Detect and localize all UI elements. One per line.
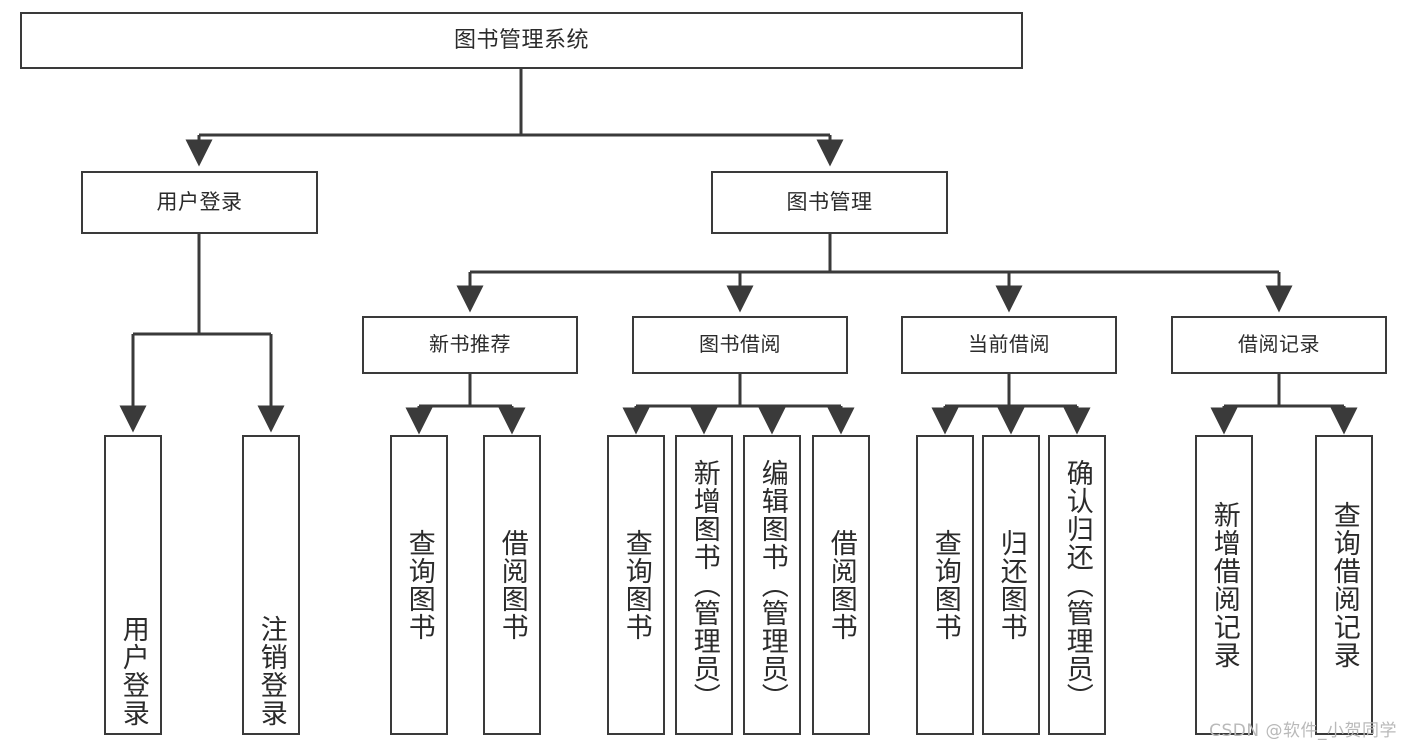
node-label: 查询图书 xyxy=(929,529,961,641)
node-label: 借阅图书 xyxy=(496,529,528,641)
leaf-add-borrow-record[interactable]: 新增借阅记录 xyxy=(1195,435,1253,735)
node-borrow-record[interactable]: 借阅记录 xyxy=(1171,316,1387,374)
watermark: CSDN @软件_小贺同学 xyxy=(1209,721,1397,741)
node-root-system[interactable]: 图书管理系统 xyxy=(20,12,1023,69)
leaf-query-borrow-record[interactable]: 查询借阅记录 xyxy=(1315,435,1373,735)
node-label: 新书推荐 xyxy=(429,332,511,357)
node-label: 当前借阅 xyxy=(968,332,1050,357)
node-label: 查询图书 xyxy=(620,529,652,641)
leaf-user-login[interactable]: 用户登录 xyxy=(104,435,162,735)
leaf-logout[interactable]: 注销登录 xyxy=(242,435,300,735)
node-label: 归还图书 xyxy=(995,529,1027,641)
node-label: 编辑图书（管理员） xyxy=(756,459,788,711)
node-label: 查询图书 xyxy=(403,529,435,641)
node-book-management[interactable]: 图书管理 xyxy=(711,171,948,234)
node-new-book-recommend[interactable]: 新书推荐 xyxy=(362,316,578,374)
node-current-borrow[interactable]: 当前借阅 xyxy=(901,316,1117,374)
node-label: 新增借阅记录 xyxy=(1208,501,1240,669)
node-label: 用户登录 xyxy=(117,615,149,727)
node-label: 确认归还（管理员） xyxy=(1061,459,1093,711)
leaf-query-book-current[interactable]: 查询图书 xyxy=(916,435,974,735)
leaf-confirm-return-admin[interactable]: 确认归还（管理员） xyxy=(1048,435,1106,735)
node-label: 用户登录 xyxy=(156,190,243,215)
node-label: 图书借阅 xyxy=(699,332,781,357)
node-label: 借阅图书 xyxy=(825,529,857,641)
node-book-borrow[interactable]: 图书借阅 xyxy=(632,316,848,374)
node-label: 注销登录 xyxy=(255,615,287,727)
node-label: 查询借阅记录 xyxy=(1328,501,1360,669)
leaf-borrow-book[interactable]: 借阅图书 xyxy=(812,435,870,735)
node-label: 借阅记录 xyxy=(1238,332,1320,357)
leaf-edit-book-admin[interactable]: 编辑图书（管理员） xyxy=(743,435,801,735)
leaf-return-book[interactable]: 归还图书 xyxy=(982,435,1040,735)
leaf-query-book-borrow[interactable]: 查询图书 xyxy=(607,435,665,735)
node-label: 新增图书（管理员） xyxy=(688,459,720,711)
node-label: 图书管理 xyxy=(786,190,873,215)
node-user-login[interactable]: 用户登录 xyxy=(81,171,318,234)
leaf-query-book-recommend[interactable]: 查询图书 xyxy=(390,435,448,735)
leaf-add-book-admin[interactable]: 新增图书（管理员） xyxy=(675,435,733,735)
node-label: 图书管理系统 xyxy=(453,27,589,53)
leaf-borrow-book-recommend[interactable]: 借阅图书 xyxy=(483,435,541,735)
